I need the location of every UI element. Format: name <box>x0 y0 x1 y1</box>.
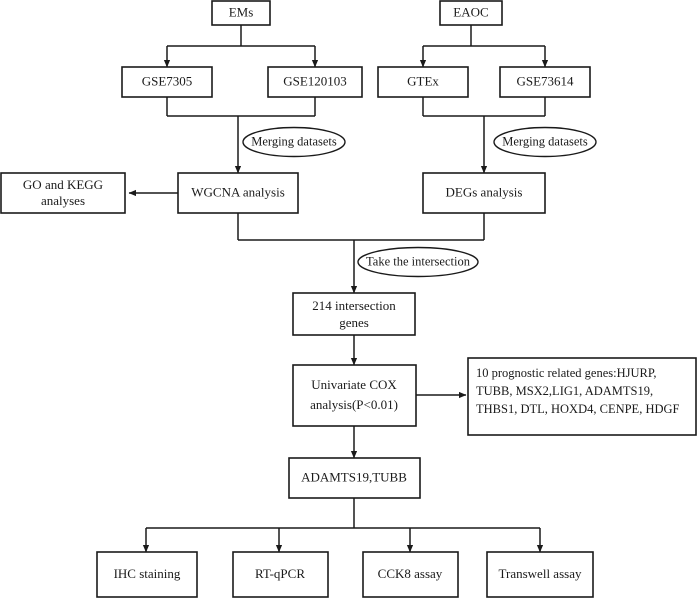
node-assay-transwell-label: Transwell assay <box>499 566 582 581</box>
node-assay-transwell: Transwell assay <box>486 551 594 598</box>
node-merging-datasets-left-label: Merging datasets <box>251 134 337 148</box>
node-gse120103-label: GSE120103 <box>283 73 347 88</box>
node-degs-label: DEGs analysis <box>446 184 523 199</box>
edge-intersection <box>237 213 485 294</box>
node-intersection-genes-line2: genes <box>339 315 369 330</box>
node-go-kegg-line2: analyses <box>41 193 85 208</box>
node-prognostic-genes-line1: 10 prognostic related genes:HJURP, <box>476 366 657 380</box>
node-take-intersection-label: Take the intersection <box>366 254 471 268</box>
edge-eaoc-split <box>419 25 549 68</box>
node-gse120103: GSE120103 <box>267 66 363 98</box>
node-eaoc: EAOC <box>439 0 503 26</box>
node-go-kegg-analyses: GO and KEGG analyses <box>0 172 126 214</box>
node-univariate-cox: Univariate COX analysis(P<0.01) <box>292 364 417 427</box>
node-intersection-genes-line1: 214 intersection <box>312 298 396 313</box>
node-gse7305-label: GSE7305 <box>142 73 193 88</box>
node-assay-rtqpcr: RT-qPCR <box>232 551 329 598</box>
node-eaoc-label: EAOC <box>453 4 488 19</box>
node-gtex: GTEx <box>377 66 469 98</box>
node-merging-datasets-right: Merging datasets <box>493 126 597 158</box>
node-take-intersection: Take the intersection <box>357 246 479 278</box>
node-assay-ihc-label: IHC staining <box>114 566 181 581</box>
node-ems: EMs <box>211 0 271 26</box>
node-wgcna-analysis: WGCNA analysis <box>177 172 299 214</box>
node-prognostic-genes: 10 prognostic related genes:HJURP, TUBB,… <box>467 357 697 436</box>
node-prognostic-genes-line2: TUBB, MSX2,LIG1, ADAMTS19, <box>476 384 653 398</box>
node-final-genes: ADAMTS19,TUBB <box>288 457 421 499</box>
node-go-kegg-line1: GO and KEGG <box>23 177 103 192</box>
node-ems-label: EMs <box>229 4 254 19</box>
edge-merge-right <box>422 97 546 174</box>
edge-merge-left <box>166 97 316 174</box>
node-final-genes-label: ADAMTS19,TUBB <box>301 469 407 484</box>
node-assay-ihc: IHC staining <box>96 551 198 598</box>
node-assay-cck8: CCK8 assay <box>362 551 459 598</box>
node-merging-datasets-left: Merging datasets <box>242 126 346 158</box>
node-cox-line1: Univariate COX <box>311 377 397 392</box>
node-wgcna-label: WGCNA analysis <box>191 184 285 199</box>
node-intersection-genes: 214 intersection genes <box>292 292 416 336</box>
node-gse73614: GSE73614 <box>499 66 591 98</box>
edge-ems-split <box>163 25 319 68</box>
node-assay-rtqpcr-label: RT-qPCR <box>255 566 305 581</box>
node-gse73614-label: GSE73614 <box>516 73 574 88</box>
edge-final-assays <box>142 498 544 553</box>
node-prognostic-genes-line3: THBS1, DTL, HOXD4, CENPE, HDGF <box>476 402 680 416</box>
node-merging-datasets-right-label: Merging datasets <box>502 134 588 148</box>
node-degs-analysis: DEGs analysis <box>422 172 546 214</box>
node-assay-cck8-label: CCK8 assay <box>378 566 443 581</box>
node-gtex-label: GTEx <box>407 73 439 88</box>
node-cox-line2: analysis(P<0.01) <box>310 397 398 412</box>
node-gse7305: GSE7305 <box>121 66 213 98</box>
